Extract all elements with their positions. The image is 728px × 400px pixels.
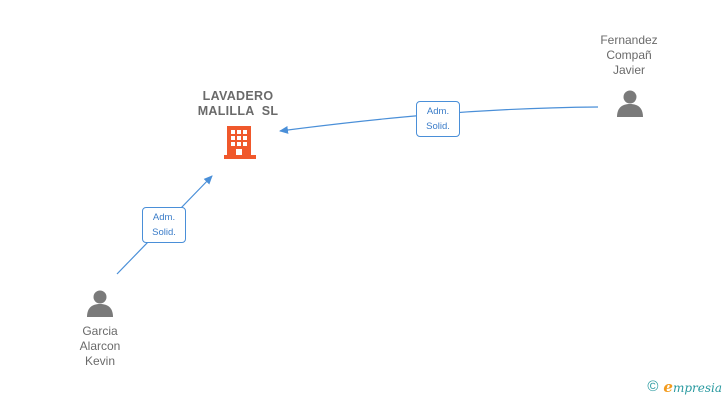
edge-label-line: Solid. [152,227,176,238]
company-name[interactable]: LAVADERO MALILLA SL [178,89,298,119]
brand-name-rest: mpresia [672,380,722,395]
person-name-line: Kevin [84,354,116,368]
brand-initial: e [663,377,673,396]
person-icon[interactable] [617,90,643,118]
edge-label-line: Adm. [426,106,450,117]
person-name-line: Garcia [82,324,118,338]
edge-label-line: Solid. [426,121,450,132]
edge-label-fernandez: Adm. Solid. [416,101,460,137]
person-name-line: Fernandez [600,33,658,47]
person-icon[interactable] [87,290,113,318]
person-name-garcia[interactable]: Garcia Alarcon Kevin [50,324,150,369]
company-name-line1: LAVADERO [202,89,274,103]
copyright-symbol: © [647,378,659,395]
building-icon[interactable] [224,126,256,159]
edge-label-line: Adm. [152,212,176,223]
person-name-line: Alarcon [79,339,121,353]
edge-label-garcia: Adm. Solid. [142,207,186,243]
brand-logo[interactable]: © empresia [647,378,722,396]
person-name-line: Compañ [606,48,652,62]
company-name-line2: MALILLA SL [197,104,279,118]
brand-name: empresia [663,378,722,397]
person-name-fernandez[interactable]: Fernandez Compañ Javier [579,33,679,78]
person-name-line: Javier [612,63,645,77]
